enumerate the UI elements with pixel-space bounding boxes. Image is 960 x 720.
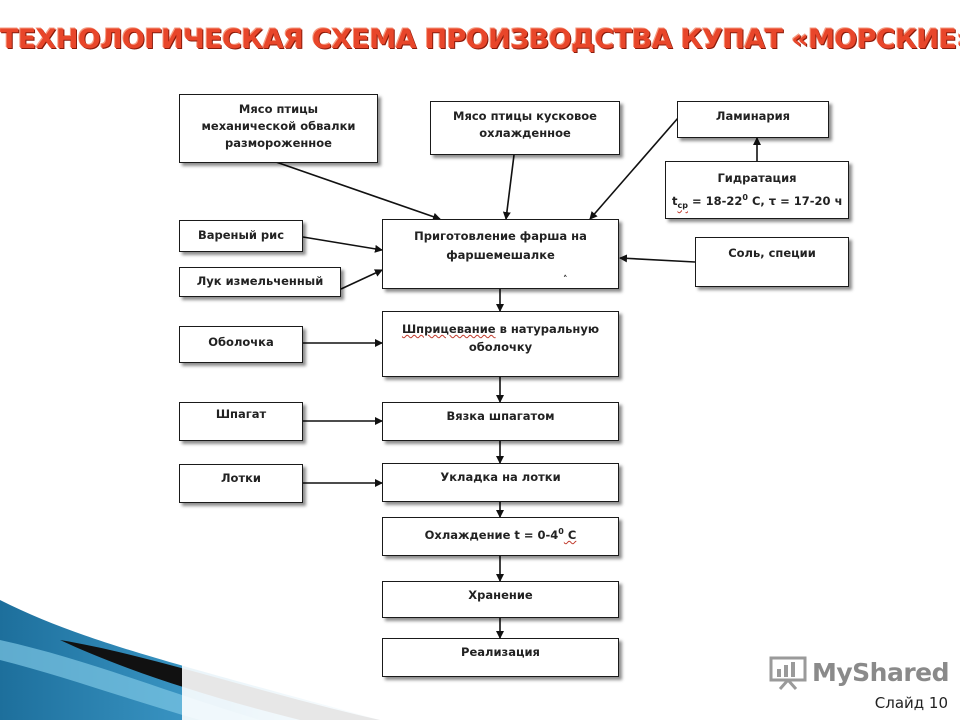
step-tray: Укладка на лотки [382, 463, 619, 502]
watermark-text: MyShared [812, 657, 950, 687]
step-tie: Вязка шпагатом [382, 402, 619, 441]
step-cool-line: Охлаждение t = 0-40 С [383, 523, 618, 544]
step-tray-label: Укладка на лотки [440, 470, 561, 484]
step-store-label: Хранение [468, 588, 533, 602]
step-sell: Реализация [382, 638, 619, 677]
box-rice-label: Вареный рис [197, 228, 285, 242]
box-meat-mechanical-line3: размороженное [225, 136, 332, 150]
box-twine: Шпагат [179, 402, 303, 441]
presentation-board-icon [769, 656, 807, 690]
step-tie-label: Вязка шпагатом [446, 409, 555, 423]
box-meat-mechanical-line1: Мясо птицы [238, 102, 319, 116]
arrow-salt [619, 254, 696, 263]
hydration-t: t [672, 193, 678, 208]
box-meat-mechanical-line2: механической обвалки [201, 119, 356, 133]
box-rice: Вареный рис [179, 220, 303, 252]
watermark: MyShared [768, 654, 950, 690]
box-trays-label: Лотки [221, 471, 261, 485]
box-salt: Соль, специи [695, 237, 849, 287]
box-onion-label: Лук измельченный [196, 274, 324, 288]
hydration-degree: 0 [742, 193, 748, 202]
box-onion: Лук измельченный [179, 267, 341, 297]
box-trays: Лотки [179, 464, 303, 503]
step-cool-text: Охлаждение t = 0-4 [424, 527, 559, 542]
arrow-meat-chunk [502, 154, 515, 220]
slide-title: ТЕХНОЛОГИЧЕСКАЯ СХЕМА ПРОИЗВОДСТВА КУПАТ… [0, 24, 960, 55]
step-mince-mark: ˄ [563, 275, 568, 285]
box-meat-mechanical: Мясо птицы механической обвалки разморож… [179, 94, 378, 163]
step-store: Хранение [382, 581, 619, 618]
box-laminaria-label: Ламинария [715, 109, 791, 123]
arrow-onion [340, 269, 383, 290]
step-fill-rest: в натуральную [495, 322, 600, 336]
step-mince-line1: Приготовление фарша на [414, 229, 587, 243]
step-fill-word: Шприцевание [401, 322, 496, 336]
box-hydration-params: tср = 18-220 С, τ = 17-20 ч [672, 189, 842, 214]
box-twine-label: Шпагат [215, 407, 267, 421]
box-meat-chunk: Мясо птицы кусковое охлажденное [430, 101, 620, 155]
slide-number: Слайд 10 [874, 694, 948, 712]
step-cool-degree: 0 [558, 527, 564, 536]
step-cool: Охлаждение t = 0-40 С [382, 517, 619, 556]
box-hydration: Гидратация tср = 18-220 С, τ = 17-20 ч [665, 161, 849, 219]
box-casing-label: Оболочка [208, 335, 274, 349]
arrow-laminaria [589, 117, 679, 220]
step-cool-unit: С [563, 527, 577, 542]
box-meat-chunk-line1: Мясо птицы кусковое [453, 109, 597, 123]
step-fill-line2: оболочку [468, 340, 533, 354]
box-laminaria: Ламинария [677, 101, 829, 138]
box-meat-chunk-line2: охлажденное [479, 126, 571, 140]
box-casing: Оболочка [179, 326, 303, 363]
hydration-time: С, τ = 17-20 ч [747, 193, 843, 208]
hydration-temp: = 18-22 [687, 193, 743, 208]
step-fill-line1: Шприцевание в натуральную [383, 321, 618, 338]
hydration-t-subscript: ср [677, 201, 688, 211]
arrow-rice [302, 236, 383, 253]
step-sell-label: Реализация [461, 645, 540, 659]
arrow-meat-mechanical [275, 161, 441, 221]
step-mince-line2: фаршемешалке [446, 248, 555, 262]
step-mince: Приготовление фарша на фаршемешалке ˄ [382, 219, 619, 289]
step-fill: Шприцевание в натуральную оболочку [382, 311, 619, 377]
box-hydration-title: Гидратация [717, 171, 797, 185]
box-salt-label: Соль, специи [728, 246, 816, 260]
